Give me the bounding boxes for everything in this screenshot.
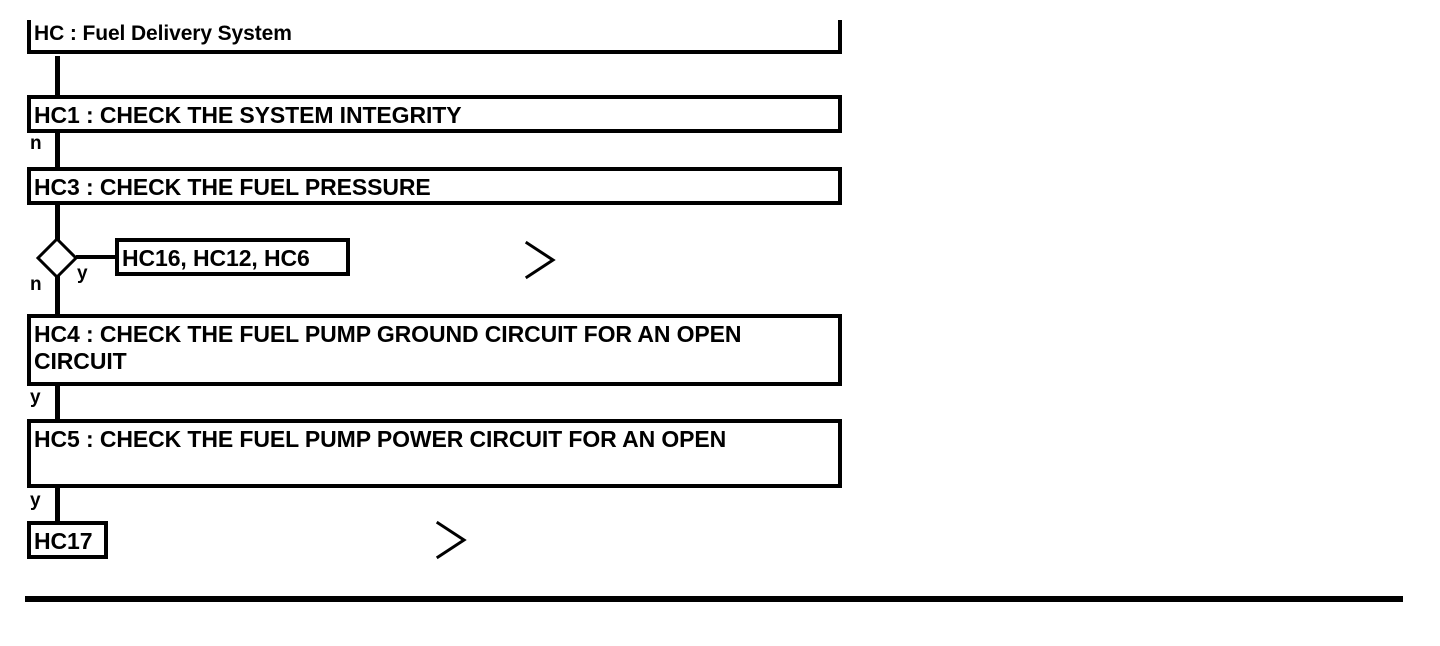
decision-diamond-icon [35, 236, 79, 280]
branch-label-y-after-hc5: y [30, 490, 41, 511]
node-hc16-hc12-hc6[interactable]: HC16, HC12, HC6 [115, 238, 350, 276]
node-hc5[interactable]: HC5 : CHECK THE FUEL PUMP POWER CIRCUIT … [27, 419, 842, 488]
branch-label-n-after-hc1: n [30, 133, 42, 154]
connector-hc5-to-hc17 [55, 484, 60, 523]
chevron-right-icon-2 [432, 518, 476, 562]
node-hc-root[interactable]: HC : Fuel Delivery System [27, 20, 842, 54]
connector-decision-to-hc4 [55, 272, 60, 316]
node-hc1[interactable]: HC1 : CHECK THE SYSTEM INTEGRITY [27, 95, 842, 133]
connector-hc-to-hc1 [55, 56, 60, 97]
connector-hc1-to-hc3 [55, 129, 60, 169]
footer-divider [25, 596, 1403, 602]
branch-label-y-after-hc4: y [30, 387, 41, 408]
node-hc4[interactable]: HC4 : CHECK THE FUEL PUMP GROUND CIRCUIT… [27, 314, 842, 386]
connector-hc4-to-hc5 [55, 382, 60, 421]
connector-decision-to-hc16-group [76, 255, 118, 259]
branch-label-n-decision-no: n [30, 274, 42, 295]
node-hc3[interactable]: HC3 : CHECK THE FUEL PRESSURE [27, 167, 842, 205]
connector-hc3-to-decision [55, 201, 60, 243]
chevron-right-icon-1 [521, 238, 565, 282]
node-hc17[interactable]: HC17 [27, 521, 108, 559]
branch-label-y-decision-yes: y [77, 263, 88, 284]
